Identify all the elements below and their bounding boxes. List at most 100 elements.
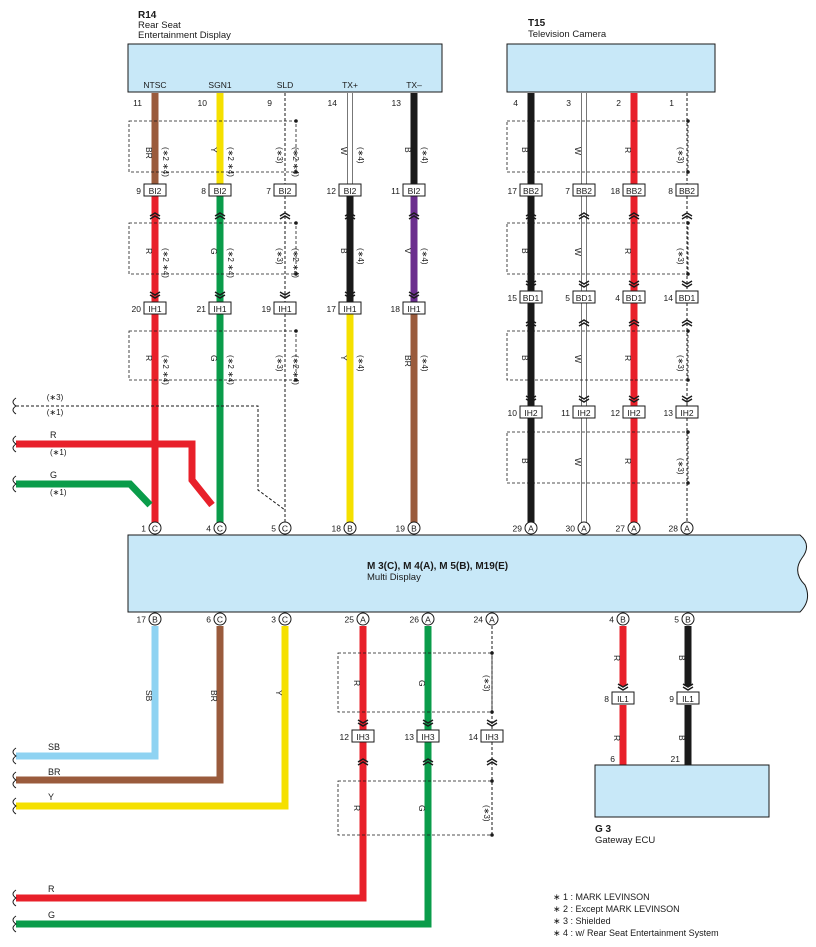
connector-bi2-pin: 11 <box>391 186 400 196</box>
wire-color-label: R <box>50 430 57 440</box>
connector-arrow <box>628 283 640 288</box>
r14-code: R14 <box>138 10 157 21</box>
connector-arrow <box>486 761 498 766</box>
t15-name: Television Camera <box>528 29 607 40</box>
connector-ih2 <box>519 405 543 419</box>
multi-bottom-connector-pin: 24 <box>474 615 484 625</box>
connector-arrow <box>617 686 629 691</box>
wire-color-label: Y <box>209 147 219 153</box>
wire-break-symbol <box>12 771 17 789</box>
connector-arrow <box>149 212 161 217</box>
t15-pin-number: 4 <box>513 98 518 108</box>
wire-color-label: B <box>403 147 413 153</box>
connector-bi2 <box>143 183 167 197</box>
multi-bottom-connector-letter: C <box>217 615 223 625</box>
connector-arrow <box>279 291 291 296</box>
multi-top-connector <box>213 521 227 535</box>
connector-ih3-label: IH3 <box>421 732 435 742</box>
connector-ih1 <box>402 301 426 315</box>
legend-item-1: ∗ 1 : MARK LEVINSON <box>553 892 650 902</box>
connector-arrow <box>628 319 640 324</box>
connector-bb2 <box>572 183 596 197</box>
r14-name-line1: Rear Seat <box>138 20 181 31</box>
multi-bottom-connector <box>616 612 630 626</box>
wire-color-label: R <box>144 248 154 254</box>
wire-color-label: Y <box>48 792 54 802</box>
shield-note: (∗3) <box>676 458 685 475</box>
wire-color-label: W <box>573 355 583 363</box>
option-note: (∗1) <box>50 488 67 497</box>
option-note: (∗1) <box>50 448 67 457</box>
connector-il1-label: IL1 <box>617 694 629 704</box>
wire-br <box>16 626 224 784</box>
option-note: (∗2 ∗4) <box>226 355 235 385</box>
connector-arrow <box>682 686 694 691</box>
option-note: (∗4) <box>356 248 365 265</box>
option-note: (∗2 ∗4) <box>161 248 170 278</box>
splice-dot <box>294 329 298 333</box>
connector-ih1-label: IH1 <box>278 304 292 314</box>
multi-bottom-connector <box>421 612 435 626</box>
wire-color-label: W <box>573 248 583 256</box>
connector-il1 <box>676 691 700 705</box>
connector-bd1-pin: 4 <box>615 293 620 303</box>
wire-color-label: R <box>352 680 362 686</box>
connector-ih3 <box>351 729 375 743</box>
connector-arrow <box>408 215 420 220</box>
shield-note: (∗3) <box>275 248 284 265</box>
multi-top-connector <box>524 521 538 535</box>
connector-arrow <box>681 395 693 400</box>
wire-color-label: R <box>352 805 362 811</box>
connector-bb2 <box>519 183 543 197</box>
connector-arrow <box>578 283 590 288</box>
connector-arrow <box>681 215 693 220</box>
multi-bottom-connector-pin: 26 <box>410 615 420 625</box>
t15-code: T15 <box>528 18 546 29</box>
multi-top-connector-pin: 4 <box>206 524 211 534</box>
r14-pin-name: TX+ <box>342 80 358 90</box>
wire-color-label: G <box>50 470 57 480</box>
multi-display-component: M 3(C), M 4(A), M 5(B), M19(E) Multi Dis… <box>127 534 809 613</box>
connector-arrow <box>422 719 434 724</box>
shield-brackets-layer <box>128 119 690 837</box>
connector-bd1 <box>675 290 699 304</box>
connector-ih1-pin: 18 <box>391 304 401 314</box>
splice-dot <box>490 779 494 783</box>
wire-color-label: R <box>612 735 622 741</box>
connector-arrow <box>681 319 693 324</box>
wire-color-label: SB <box>48 742 60 752</box>
legend-item-4: ∗ 4 : w/ Rear Seat Entertainment System <box>553 928 719 938</box>
connector-ih1-label: IH1 <box>148 304 162 314</box>
shield-ih1 <box>128 330 297 381</box>
connector-arrow <box>357 722 369 727</box>
wire-green-left <box>16 480 153 508</box>
connector-ih1 <box>273 301 297 315</box>
multi-top-connector-letter: A <box>631 524 637 534</box>
connector-il1-label: IL1 <box>682 694 694 704</box>
shield-note: (∗3) <box>676 147 685 164</box>
splice-dot <box>686 430 690 434</box>
connector-bb2-label: BB2 <box>523 186 539 196</box>
connector-bd1-pin: 5 <box>565 293 570 303</box>
splice-dot <box>686 272 690 276</box>
connector-bi2-label: BI2 <box>149 186 162 196</box>
connector-bb2 <box>675 183 699 197</box>
wires-layer <box>12 93 692 933</box>
multi-bottom-connector <box>681 612 695 626</box>
wire-break-symbol <box>12 435 17 453</box>
shield-bd1 <box>506 330 689 381</box>
g3-code: G 3 <box>595 824 612 835</box>
wire-color-label: BR <box>209 690 219 702</box>
multi-bottom-connector-letter: C <box>282 615 288 625</box>
wire-color-label: G <box>417 805 427 812</box>
multi-bottom-connector-letter: B <box>152 615 158 625</box>
connector-arrow <box>279 294 291 299</box>
option-note: (∗2 ∗4) <box>226 248 235 278</box>
wire-color-label: Y <box>274 690 284 696</box>
connector-arrow <box>628 215 640 220</box>
connector-bi2-pin: 9 <box>136 186 141 196</box>
option-note: (∗2 ∗4) <box>291 147 300 177</box>
connector-arrow <box>422 758 434 763</box>
